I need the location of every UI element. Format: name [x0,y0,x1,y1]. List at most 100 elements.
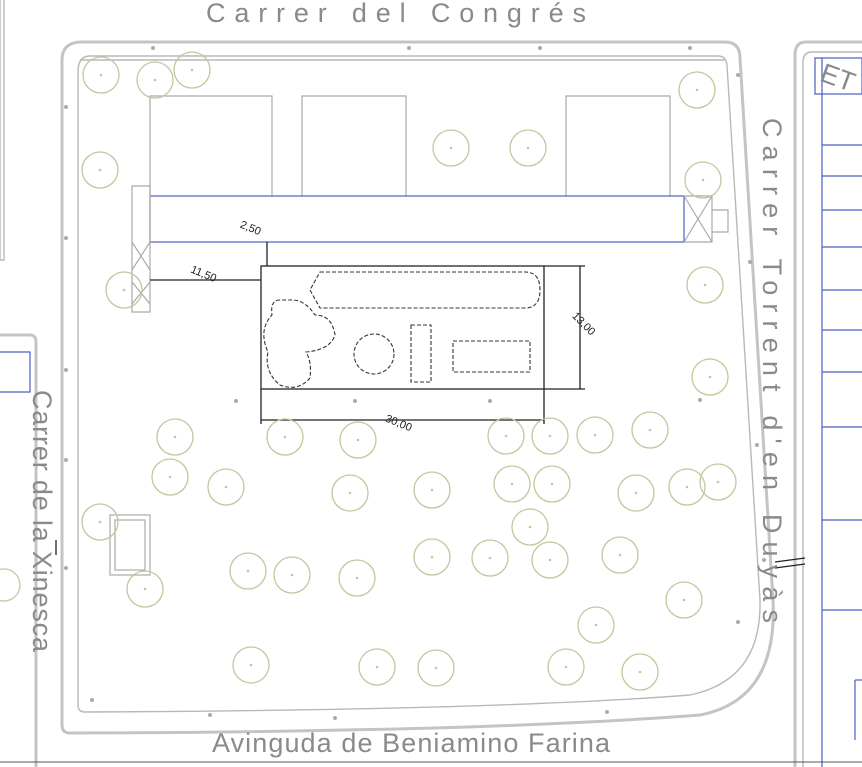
tree-icon [339,421,377,459]
tree-icon [577,606,615,644]
tree-icon [81,503,119,541]
dim-30-00: 30,00 [383,413,413,434]
tree-center [593,433,597,437]
tree-center [682,598,686,602]
tree-center [695,88,699,92]
tree-center [648,428,652,432]
tree-icon [533,465,571,503]
tree-center [716,480,720,484]
tree-icon [601,536,639,574]
lamp-posts [64,46,766,720]
tree-center [528,525,532,529]
tree-center [488,556,492,560]
tree-center [190,68,194,72]
tree-icon [678,71,716,109]
tree-icon [105,271,143,309]
tree-center [99,73,103,77]
tree-icon [547,648,585,686]
tree-icon [621,653,659,691]
tree-icon [358,648,396,686]
tree-icon [511,508,549,546]
tree-center [224,485,228,489]
tree-center [449,146,453,150]
tree-icon [81,151,119,189]
tree-icon [126,570,164,608]
street-bottom: Avinguda de Beniamino Farina [212,728,611,758]
tree-center [703,283,707,287]
tree-icon [338,559,376,597]
tree-center [290,573,294,577]
street-right: Carrer Torrent d'en Duyàs [757,118,787,623]
tree-center [168,475,172,479]
tree-center [701,178,705,182]
tree-center [634,491,638,495]
tree-center [548,434,552,438]
dim-11-50: 11,50 [189,264,218,285]
tree-center [98,168,102,172]
tree-center [708,375,712,379]
pavilion-interior [263,271,541,388]
tree-icon [82,56,120,94]
tree-center [283,435,287,439]
tree-center [618,553,622,557]
tree-icon [173,51,211,89]
tree-icon [686,266,724,304]
dim-2-50: 2,50 [238,219,262,238]
tree-center [143,587,147,591]
tree-center [434,666,438,670]
tree-center [122,288,126,292]
tree-icon [531,541,569,579]
tree-icon [156,418,194,456]
tree-center [504,434,508,438]
tree-center [638,670,642,674]
tree-center [548,558,552,562]
tree-center [348,491,352,495]
tree-center [430,488,434,492]
tree-center [594,623,598,627]
tree-center [510,482,514,486]
tree-icon [668,468,706,506]
tree-center [685,485,689,489]
street-names: Carrer del Congrés Carrer de la Xinesca … [27,0,787,758]
tree-icon [273,556,311,594]
tree-icon [471,539,509,577]
street-left: Carrer de la Xinesca [27,390,57,653]
tree-icon [684,161,722,199]
tree-icon [229,552,267,590]
tree-icon [509,129,547,167]
tree-icon [207,468,245,506]
right-neighbour-block [793,40,862,767]
tree-icon [665,581,703,619]
et-label: ET [816,58,859,98]
tree-center [246,569,250,573]
tree-icon [691,358,729,396]
tree-icon [531,417,569,455]
tree-center [98,520,102,524]
tree-icon [232,646,270,684]
tree-icon [266,418,304,456]
tree-icon [413,538,451,576]
tree-center [173,435,177,439]
tree-icon [576,416,614,454]
tree-icon [487,417,525,455]
tree-icon [493,465,531,503]
tree-icon [413,471,451,509]
tree-center [249,663,253,667]
dim-13-00: 13,00 [569,310,597,338]
trees [81,51,737,691]
tree-icon [417,649,455,687]
tree-center [526,146,530,150]
left-neighbour-blocks [0,0,38,767]
kiosk [109,514,151,576]
street-top: Carrer del Congrés [206,0,586,28]
tree-icon [617,474,655,512]
tree-center [356,438,360,442]
tree-center [355,576,359,580]
tree-center [564,665,568,669]
tree-icon [331,474,369,512]
tree-center [430,555,434,559]
tree-icon [151,458,189,496]
tree-icon [631,411,669,449]
tree-center [550,482,554,486]
